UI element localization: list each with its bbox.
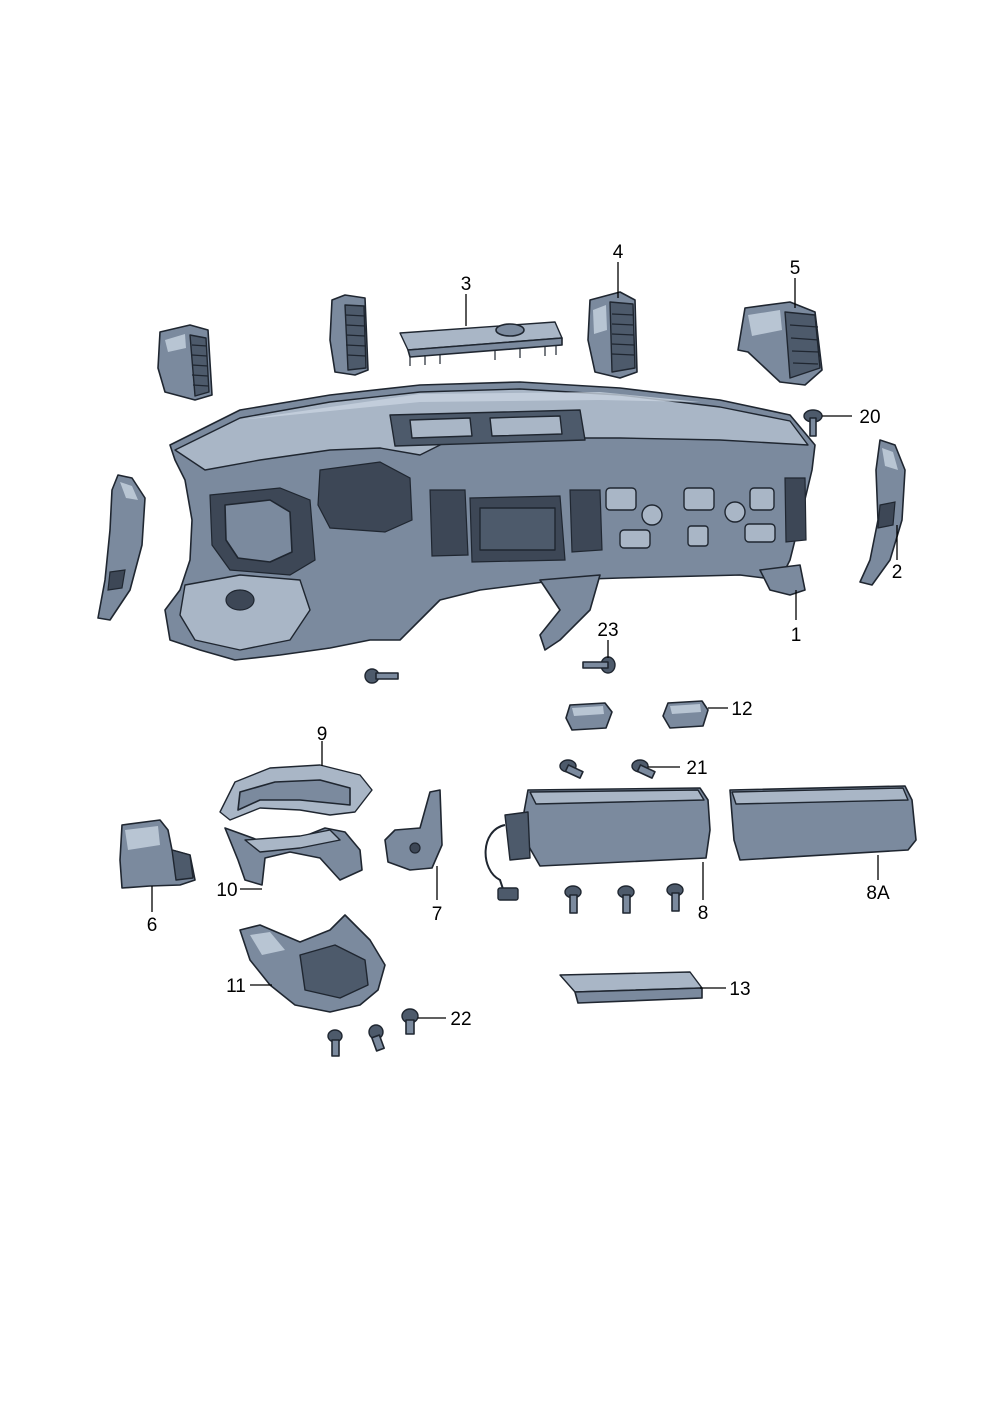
callout-labels: 1 2 3 4 5 6 7 8 8A 9 10 11 12 13 20 21 2…	[147, 242, 903, 1030]
screw-23	[582, 656, 616, 674]
bolt-center-left	[364, 668, 399, 684]
callout-13: 13	[729, 979, 750, 1000]
bolt-airbag-a	[564, 885, 582, 914]
bolt-21-a	[559, 759, 584, 779]
screw-22-b	[368, 1024, 385, 1052]
callout-8: 8	[698, 903, 709, 924]
callout-22: 22	[450, 1009, 471, 1030]
right-outer-air-vent	[737, 301, 823, 386]
clip-12-right	[662, 700, 709, 729]
left-side-trim	[97, 474, 146, 621]
upper-column-trim	[219, 764, 373, 821]
airbag-module-8	[484, 787, 711, 901]
tray-13	[559, 971, 703, 1004]
screw-22-c	[327, 1029, 343, 1057]
airbag-cover-8a	[729, 785, 917, 861]
callout-2: 2	[892, 562, 903, 583]
left-center-air-vent	[329, 294, 369, 376]
lower-column-trim	[239, 914, 386, 1013]
dashboard-panel	[164, 381, 816, 661]
callout-6: 6	[147, 915, 158, 936]
callout-8a: 8A	[866, 883, 890, 904]
callout-23: 23	[597, 620, 618, 641]
callout-1: 1	[791, 625, 802, 646]
callout-3: 3	[461, 274, 472, 295]
callout-7: 7	[432, 904, 443, 925]
callout-10: 10	[216, 880, 237, 901]
callout-11: 11	[226, 976, 246, 997]
callout-4: 4	[613, 242, 624, 263]
middle-column-trim	[224, 827, 363, 886]
right-side-trim	[859, 439, 906, 586]
right-center-air-vent	[587, 291, 638, 379]
bolt-21-b	[631, 759, 656, 779]
bolt-20	[803, 409, 823, 437]
callout-21: 21	[686, 758, 707, 779]
bracket-7	[384, 789, 443, 871]
callout-12: 12	[731, 699, 752, 720]
screw-22-a	[401, 1008, 419, 1035]
top-center-cover	[399, 321, 563, 366]
left-outer-air-vent	[157, 324, 213, 401]
bolt-airbag-c	[666, 883, 684, 912]
callout-20: 20	[859, 407, 880, 428]
knee-trim-6	[119, 819, 196, 889]
callout-9: 9	[317, 724, 328, 745]
clip-12-left	[565, 702, 613, 731]
leader-lines	[151, 262, 898, 1019]
bolt-airbag-b	[617, 885, 635, 914]
callout-5: 5	[790, 258, 801, 279]
